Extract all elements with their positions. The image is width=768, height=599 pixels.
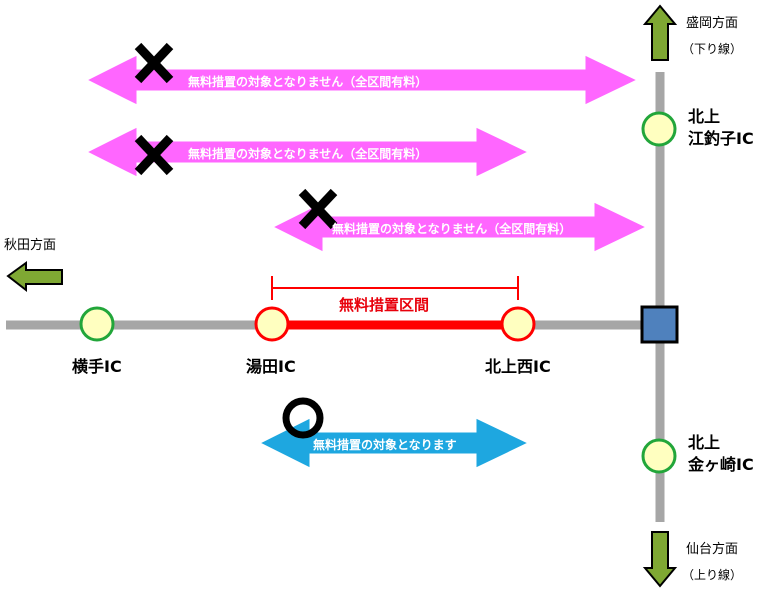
node-kitakami-nishi — [500, 306, 536, 342]
node-kitakami-esashi — [641, 111, 677, 147]
cross-icon — [298, 188, 338, 230]
cross-icon — [134, 134, 174, 176]
direction-akita: 秋田方面 — [4, 238, 57, 253]
ic-label-kitakami-kanegasaki: 北上 金ヶ崎IC — [688, 432, 754, 476]
direction-sendai: 仙台方面 — [686, 542, 739, 557]
ic-label-line: 金ヶ崎IC — [688, 455, 754, 474]
direction-arrow-icon — [6, 261, 63, 293]
ic-label-yokote: 横手IC — [72, 357, 122, 376]
route-text-2: 無料措置の対象となりません（全区間有料） — [188, 147, 428, 161]
route-text-1: 無料措置の対象となりません（全区間有料） — [188, 75, 428, 89]
direction-morioka-sub: （下り線） — [682, 42, 743, 56]
route-text-4: 無料措置の対象となります — [313, 438, 457, 452]
ic-label-kitakami-esashi: 北上 江釣子IC — [688, 106, 754, 150]
direction-arrow-icon — [642, 531, 678, 588]
node-kitakami-kanegasaki — [641, 438, 677, 474]
ic-label-line: 江釣子IC — [688, 129, 754, 148]
ic-label-kitakami-nishi: 北上西IC — [485, 357, 551, 376]
cross-icon — [134, 42, 174, 84]
ic-label-line: 北上 — [688, 107, 721, 126]
junction-square-icon — [640, 305, 679, 344]
node-yuda — [254, 306, 290, 342]
route-text-3: 無料措置の対象となりません（全区間有料） — [332, 222, 572, 236]
ic-label-line: 北上 — [688, 433, 721, 452]
ic-label-yuda: 湯田IC — [246, 357, 296, 376]
direction-morioka: 盛岡方面 — [686, 16, 739, 31]
route-arrow-4 — [258, 417, 530, 469]
direction-sendai-sub: （上り線） — [682, 568, 743, 582]
free-section-bracket — [271, 276, 519, 300]
free-section-label: 無料措置区間 — [339, 296, 430, 314]
direction-arrow-icon — [642, 4, 678, 61]
circle-icon — [282, 397, 324, 439]
route-arrow-1 — [85, 54, 639, 106]
node-yokote — [79, 306, 115, 342]
